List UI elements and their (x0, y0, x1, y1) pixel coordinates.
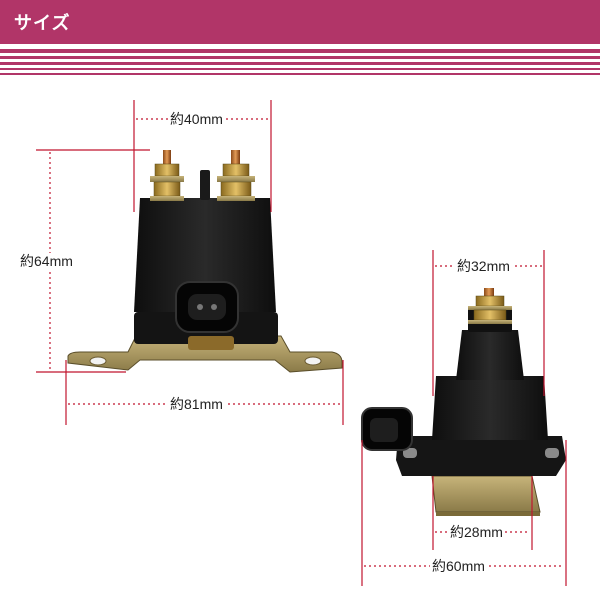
dimension-label-bracket-width: 約28mm (448, 524, 505, 540)
header-stripe (0, 49, 600, 53)
section-title: サイズ (14, 13, 71, 33)
dimension-label-base-width: 約81mm (168, 396, 225, 412)
header-stripe (0, 56, 600, 59)
section-header: サイズ (0, 0, 600, 44)
header-stripe (0, 62, 600, 65)
header-stripe (0, 68, 600, 70)
header-stripe (0, 73, 600, 75)
dimension-label-top-width: 約40mm (168, 111, 225, 127)
solenoid-side-view (361, 288, 566, 516)
dimension-label-side-base-width: 約60mm (430, 558, 487, 574)
dimension-label-height: 約64mm (18, 253, 75, 269)
dimension-label-side-top-width: 約32mm (455, 258, 512, 274)
solenoid-front-view (67, 150, 343, 373)
